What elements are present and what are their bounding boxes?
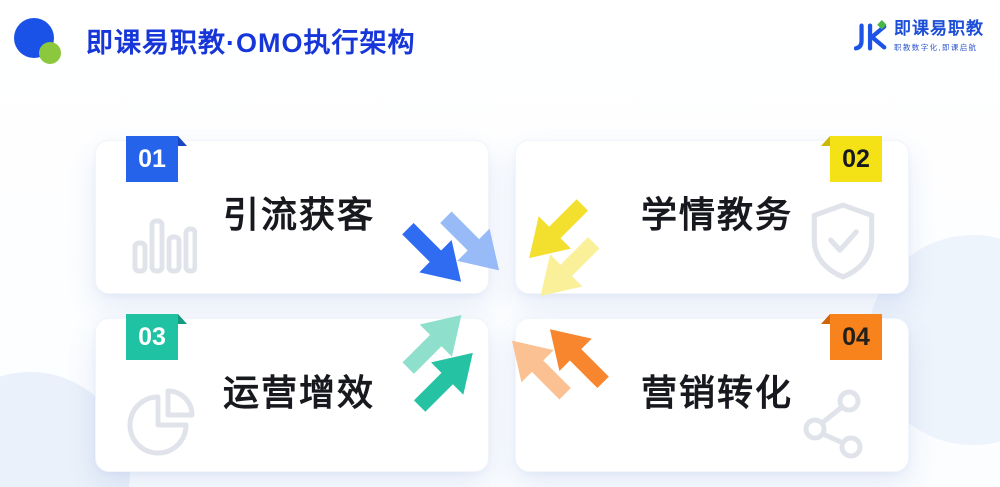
brand-logo: 即课易职教 职教数字化,即课启航 xyxy=(854,19,984,54)
brand-text: 即课易职教 职教数字化,即课启航 xyxy=(894,19,984,53)
card-03: 03 运营增效 xyxy=(95,314,489,472)
card-02: 02 学情教务 xyxy=(515,136,909,297)
green-circle-icon xyxy=(39,42,61,64)
brand-tagline: 职教数字化,即课启航 xyxy=(894,42,978,52)
shield-check-icon xyxy=(811,202,875,280)
card-title: 学情教务 xyxy=(641,194,794,235)
card-title: 引流获客 xyxy=(223,194,376,235)
card-title: 运营增效 xyxy=(223,372,376,413)
double-arrow-down-right-icon xyxy=(391,188,515,312)
share-network-icon xyxy=(803,389,863,459)
double-arrow-down-left-icon xyxy=(499,188,623,312)
card-01: 01 引流获客 xyxy=(95,136,500,294)
header: 即课易职教·OMO执行架构 xyxy=(14,16,416,64)
card-title: 营销转化 xyxy=(641,372,794,413)
card-number-badge: 01 xyxy=(126,136,187,182)
brand-name: 即课易职教 xyxy=(894,19,984,38)
bar-chart-icon xyxy=(132,218,197,274)
double-arrow-up-right-icon xyxy=(379,299,503,423)
card-number-badge: 02 xyxy=(821,136,882,182)
double-arrow-up-left-icon xyxy=(496,299,620,423)
card-number-badge: 03 xyxy=(126,314,187,360)
card-04: 04 营销转化 xyxy=(511,314,909,472)
jk-monogram-icon xyxy=(854,20,887,51)
pie-chart-icon xyxy=(127,388,195,456)
card-number-badge: 04 xyxy=(821,314,882,360)
page-title: 即课易职教·OMO执行架构 xyxy=(86,27,416,58)
dot-logo-icon xyxy=(14,16,66,64)
